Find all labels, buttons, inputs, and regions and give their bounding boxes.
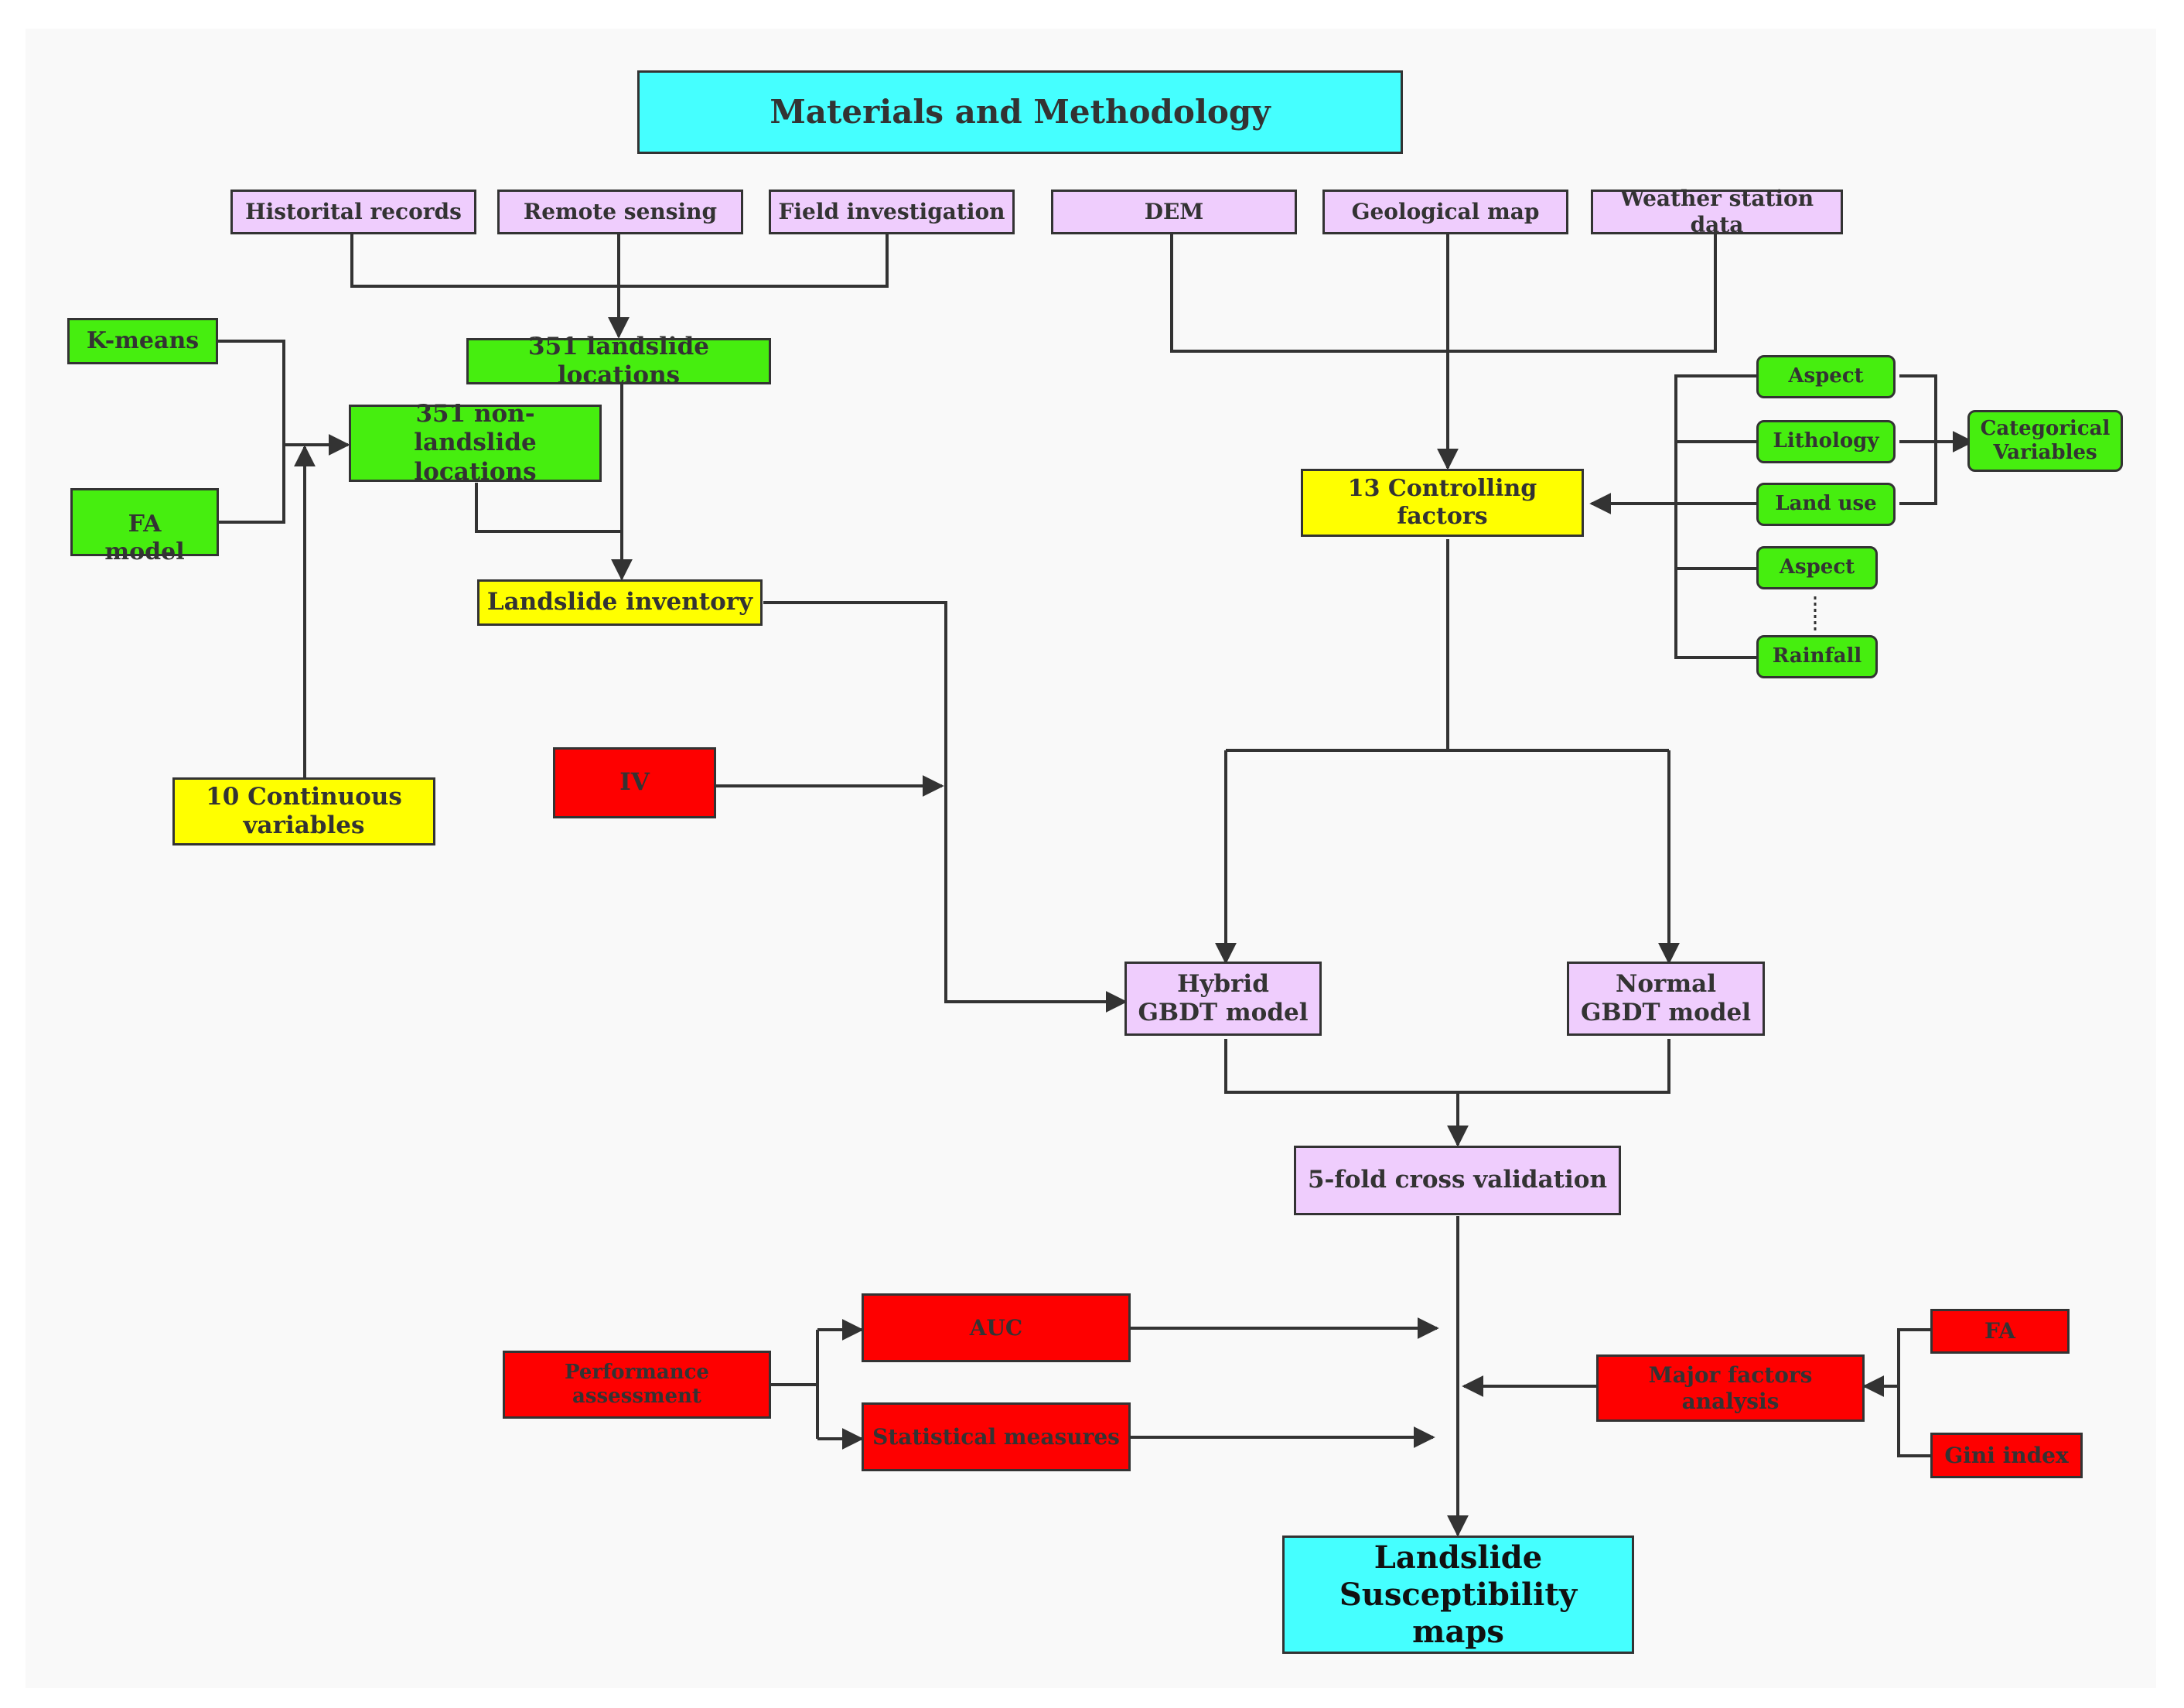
title-box: Materials and Methodology [637, 70, 1403, 154]
connector-kmeans [218, 340, 285, 524]
source-remote-sensing: Remote sensing [497, 190, 743, 234]
major-factors-analysis-box: Major factors analysis [1596, 1354, 1865, 1422]
connector-models [1224, 1039, 1670, 1094]
factor-rainfall: Rainfall [1756, 635, 1878, 678]
source-historical-records: Historital records [230, 190, 476, 234]
fa-model-box: FA model [70, 488, 219, 565]
iv-box: IV [553, 747, 716, 818]
non-landslide-locations-box: 351 non-landslide locations [349, 400, 602, 486]
controlling-factors-box: 13 Controlling factors [1301, 469, 1584, 537]
continuous-variables-box: 10 Continuous variables [172, 777, 435, 845]
source-weather-station-data: Weather station data [1591, 186, 1843, 237]
landslide-inventory-box: Landslide inventory [477, 579, 763, 626]
statistical-measures-box: Statistical measures [862, 1402, 1131, 1471]
connector-dem-weather [1170, 234, 1717, 353]
factor-lithology: Lithology [1756, 420, 1896, 463]
auc-box: AUC [862, 1293, 1131, 1362]
categorical-variables-box: Categorical Variables [1967, 410, 2123, 472]
factor-bracket [1674, 374, 1763, 659]
connector-non-landslide [475, 483, 622, 533]
categorical-bracket [1899, 374, 1972, 505]
performance-assessment-box: Performance assessment [503, 1351, 771, 1419]
kmeans-box: K-means [67, 318, 218, 364]
source-geological-map: Geological map [1322, 190, 1568, 234]
source-dem: DEM [1051, 190, 1297, 234]
connector-fa-gini [1897, 1328, 1930, 1457]
arrow-to-hybrid-model [1226, 749, 1669, 962]
factor-aspect-1: Aspect [1756, 355, 1896, 398]
connector-performance [771, 1330, 819, 1439]
factor-aspect-2: Aspect [1756, 546, 1878, 589]
landslide-locations-box: 351 landslide locations [466, 333, 771, 389]
gini-index-box: Gini index [1930, 1433, 2083, 1478]
hybrid-gbdt-model-box: Hybrid GBDT model [1124, 962, 1322, 1036]
normal-gbdt-model-box: Normal GBDT model [1567, 962, 1765, 1036]
factor-land-use: Land use [1756, 483, 1896, 526]
landslide-susceptibility-maps-box: Landslide Susceptibility maps [1282, 1535, 1634, 1654]
fa-box: FA [1930, 1309, 2070, 1354]
source-field-investigation: Field investigation [769, 190, 1015, 234]
arrow-inventory-to-hybrid [763, 601, 1128, 1013]
cross-validation-box: 5-fold cross validation [1294, 1146, 1621, 1215]
